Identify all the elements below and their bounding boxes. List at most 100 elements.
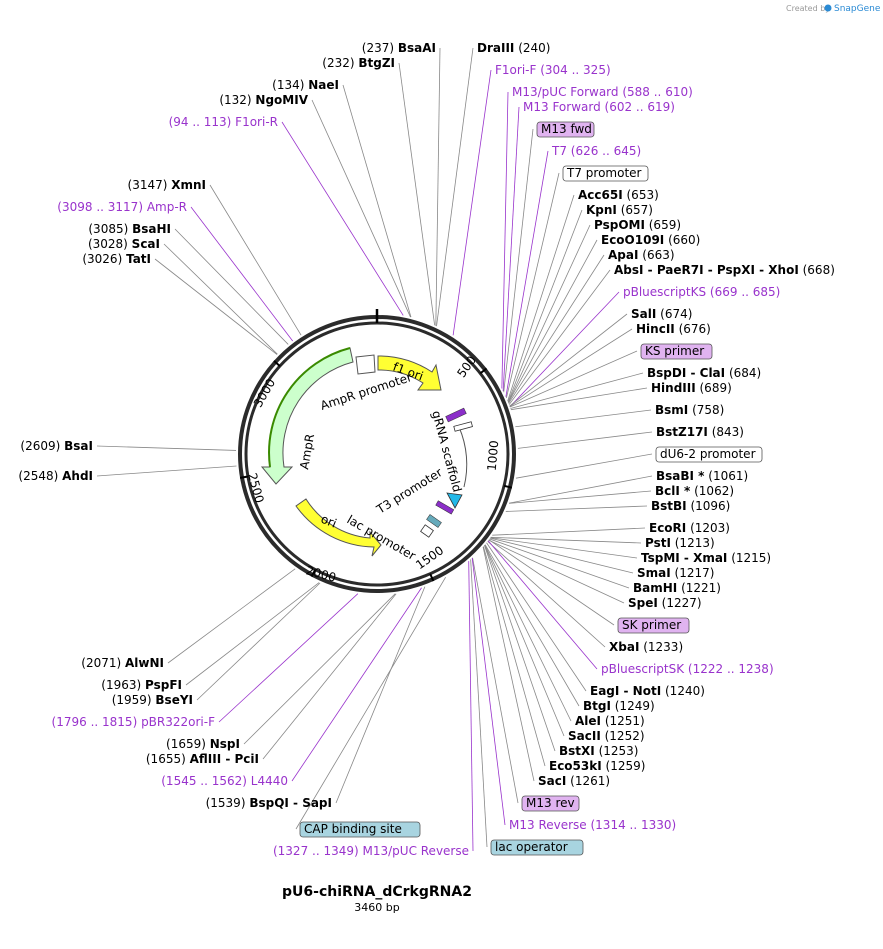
site-label-bstz17i[interactable]: BstZ17I (843) <box>656 425 744 439</box>
site-label-scai[interactable]: (3028) ScaI <box>88 237 160 251</box>
site-label-m13-puc-reverse[interactable]: (1327 .. 1349) M13/pUC Reverse <box>273 844 469 858</box>
site-label-spei[interactable]: SpeI (1227) <box>628 596 702 610</box>
site-label-btgzi[interactable]: (232) BtgZI <box>322 56 395 70</box>
site-label-absi-paer7i-pspxi-xhoi[interactable]: AbsI - PaeR7I - PspXI - XhoI (668) <box>614 263 835 277</box>
ampr-promoter-label: AmpR promoter <box>319 370 414 413</box>
site-label-pbluescriptsk[interactable]: pBluescriptSK (1222 .. 1238) <box>601 662 774 676</box>
site-label-bsai[interactable]: (2609) BsaI <box>20 439 93 453</box>
site-label-l4440[interactable]: (1545 .. 1562) L4440 <box>161 774 288 788</box>
leader-line <box>484 544 580 707</box>
site-label-eagi-noti[interactable]: EagI - NotI (1240) <box>590 684 705 698</box>
ori-arrow[interactable] <box>295 498 382 557</box>
site-label-bsmi[interactable]: BsmI (758) <box>655 403 724 417</box>
leader-line <box>190 206 293 342</box>
label-text: (1963) PspFI <box>101 678 182 692</box>
site-label-ngomiv[interactable]: (132) NgoMIV <box>219 93 308 107</box>
label-text: PstI (1213) <box>645 536 715 550</box>
site-label-f1ori-f[interactable]: F1ori-F (304 .. 325) <box>495 63 611 77</box>
leader-line <box>490 537 634 574</box>
site-label-ecori[interactable]: EcoRI (1203) <box>649 521 730 535</box>
site-label-pbr322ori-f[interactable]: (1796 .. 1815) pBR322ori-F <box>52 715 216 729</box>
label-box <box>536 121 595 138</box>
site-label-t7[interactable]: T7 (626 .. 645) <box>551 144 641 158</box>
site-label-bstbi[interactable]: BstBI (1096) <box>651 499 730 513</box>
site-label-draiii[interactable]: DraIII (240) <box>477 41 550 55</box>
site-label-xmni[interactable]: (3147) XmnI <box>128 178 206 192</box>
label-text: (2071) AlwNI <box>81 656 164 670</box>
site-label-m13-rev[interactable]: M13 rev <box>521 795 580 812</box>
label-text: (3147) XmnI <box>128 178 206 192</box>
site-label-alwni[interactable]: (2071) AlwNI <box>81 656 164 670</box>
leader-line <box>489 538 630 589</box>
grna-scaffold-arc[interactable] <box>458 426 468 488</box>
site-label-sk-primer[interactable]: SK primer <box>617 617 690 634</box>
site-label-sacii[interactable]: SacII (1252) <box>568 729 645 743</box>
site-label-du6-2-promoter[interactable]: dU6-2 promoter <box>655 446 763 463</box>
label-text: (134) NaeI <box>272 78 339 92</box>
site-label-saci[interactable]: SacI (1261) <box>538 774 610 788</box>
site-label-bstxi[interactable]: BstXI (1253) <box>559 744 638 758</box>
site-label-bsabi-[interactable]: BsaBI * (1061) <box>656 469 748 483</box>
site-label-ks-primer[interactable]: KS primer <box>640 343 713 360</box>
site-label-eco53ki[interactable]: Eco53kI (1259) <box>549 759 645 773</box>
site-label-bsahi[interactable]: (3085) BsaHI <box>88 222 171 236</box>
site-label-bamhi[interactable]: BamHI (1221) <box>633 581 721 595</box>
site-label-psti[interactable]: PstI (1213) <box>645 536 715 550</box>
site-label-naei[interactable]: (134) NaeI <box>272 78 339 92</box>
label-text: BsmI (758) <box>655 403 724 417</box>
site-label-tspmi-xmai[interactable]: TspMI - XmaI (1215) <box>641 551 771 565</box>
site-label-ecoo109i[interactable]: EcoO109I (660) <box>601 233 700 247</box>
site-label-lac-operator[interactable]: lac operator <box>490 839 584 856</box>
site-label-bseyi[interactable]: (1959) BseYI <box>112 693 193 707</box>
site-label-t7-promoter[interactable]: T7 promoter <box>562 165 649 182</box>
site-label-bsaai[interactable]: (237) BsaAI <box>362 41 436 55</box>
site-label-m13-puc-forward[interactable]: M13/pUC Forward (588 .. 610) <box>512 85 693 99</box>
site-label-amp-r[interactable]: (3098 .. 3117) Amp-R <box>57 200 187 214</box>
site-label-apai[interactable]: ApaI (663) <box>608 248 675 262</box>
label-text: M13/pUC Forward (588 .. 610) <box>512 85 693 99</box>
site-label-ahdi[interactable]: (2548) AhdI <box>18 469 93 483</box>
site-label-f1ori-r[interactable]: (94 .. 113) F1ori-R <box>169 115 278 129</box>
leader-line <box>174 228 289 345</box>
site-label-smai[interactable]: SmaI (1217) <box>637 566 714 580</box>
lac-operator-mark[interactable] <box>426 514 442 528</box>
site-label-pbluescriptks[interactable]: pBluescriptKS (669 .. 685) <box>623 285 780 299</box>
site-label-tati[interactable]: (3026) TatI <box>82 252 151 266</box>
f1-ori-arrow[interactable] <box>377 355 442 391</box>
leader-line <box>508 254 605 404</box>
label-text: ApaI (663) <box>608 248 675 262</box>
site-label-m13-fwd[interactable]: M13 fwd <box>536 121 595 138</box>
site-label-kpni[interactable]: KpnI (657) <box>586 203 653 217</box>
site-label-alei[interactable]: AleI (1251) <box>575 714 645 728</box>
t7-primer-mark[interactable] <box>445 407 467 423</box>
sk-primer-mark[interactable] <box>435 500 455 515</box>
cyan-feature-arrow[interactable] <box>446 492 463 509</box>
site-label-nspi[interactable]: (1659) NspI <box>166 737 240 751</box>
site-label-bspdi-clai[interactable]: BspDI - ClaI (684) <box>647 366 761 380</box>
site-label-m13-forward[interactable]: M13 Forward (602 .. 619) <box>523 100 675 114</box>
site-label-btgi[interactable]: BtgI (1249) <box>583 699 655 713</box>
site-label-sali[interactable]: SalI (674) <box>631 307 692 321</box>
site-label-afliii-pcii[interactable]: (1655) AflIII - PciI <box>146 752 259 766</box>
site-label-acc65i[interactable]: Acc65I (653) <box>578 188 659 202</box>
label-text: BclI * (1062) <box>655 484 734 498</box>
lac-promoter-mark[interactable] <box>420 524 434 538</box>
leader-line <box>262 593 397 760</box>
site-label-hindiii[interactable]: HindIII (689) <box>651 381 732 395</box>
site-label-bcli-[interactable]: BclI * (1062) <box>655 484 734 498</box>
ampr-promoter-arrow[interactable] <box>355 354 376 375</box>
site-label-pspomi[interactable]: PspOMI (659) <box>594 218 681 232</box>
site-label-xbai[interactable]: XbaI (1233) <box>609 640 683 654</box>
site-label-m13-reverse[interactable]: M13 Reverse (1314 .. 1330) <box>509 818 676 832</box>
site-label-cap-binding-site[interactable]: CAP binding site <box>299 821 421 838</box>
site-label-hincii[interactable]: HincII (676) <box>636 322 711 336</box>
leader-line <box>291 587 422 782</box>
label-text: TspMI - XmaI (1215) <box>641 551 771 565</box>
dU6-promoter-mark[interactable] <box>453 421 473 432</box>
label-box <box>640 343 713 360</box>
site-label-bspqi-sapi[interactable]: (1539) BspQI - SapI <box>206 796 332 810</box>
site-label-pspfi[interactable]: (1963) PspFI <box>101 678 182 692</box>
label-text: AleI (1251) <box>575 714 645 728</box>
leader-line <box>508 269 611 405</box>
